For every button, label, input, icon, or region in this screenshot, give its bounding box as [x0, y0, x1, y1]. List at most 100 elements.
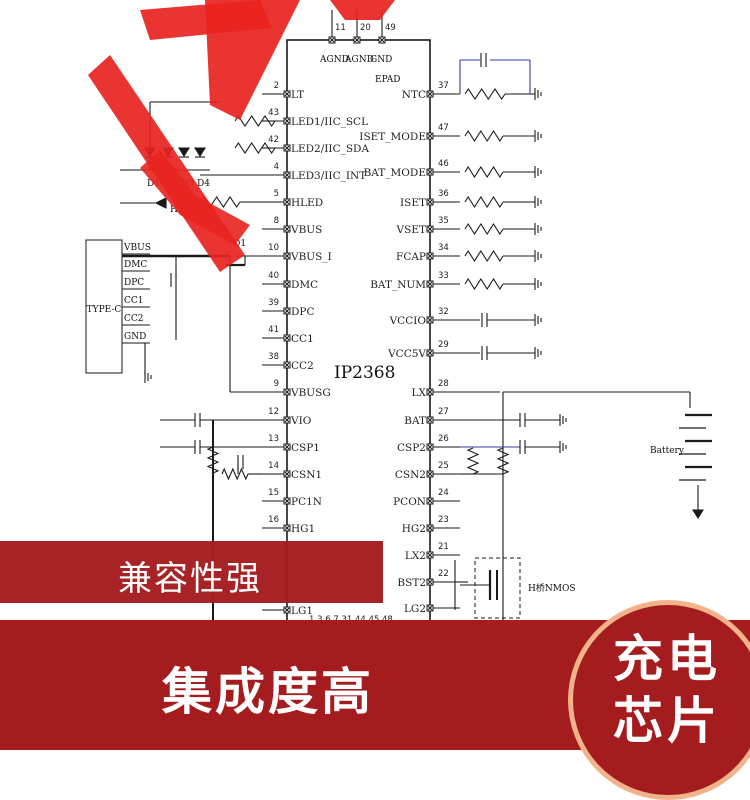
right-pin-label: LX2	[405, 550, 426, 562]
resistor	[464, 277, 504, 291]
right-pin-label: CSP2	[397, 442, 426, 454]
left-pin-label: LT	[291, 89, 304, 101]
typec-pin-label: CC2	[124, 314, 144, 324]
left-pin-number: 8	[274, 216, 279, 226]
top-pin-number: 49	[385, 23, 396, 33]
right-pin-number: 29	[438, 340, 449, 350]
typec-connector	[85, 239, 123, 374]
right-pin-number: 46	[438, 159, 449, 169]
left-pin-number: 13	[268, 434, 279, 444]
right-pin-label: BAT_NUM	[370, 279, 426, 291]
right-pin-number: 35	[438, 216, 449, 226]
right-pin-number: 24	[438, 488, 449, 498]
left-pin-label: VBUS_I	[290, 251, 332, 263]
left-pin-label: VBUSG	[290, 387, 331, 399]
resistor	[496, 447, 510, 475]
left-pin-number: 5	[274, 189, 279, 199]
schematic-diagram: IP2368 11AGND20AGND49GNDEPADLT2LED1/IIC_…	[85, 0, 712, 761]
resistor	[221, 467, 249, 481]
left-pin-number: 2	[274, 81, 279, 91]
right-pin-number: 28	[438, 379, 449, 389]
left-pin-label: CC2	[291, 360, 314, 372]
left-pin-number: 39	[268, 298, 279, 308]
hbridge-label: H桥NMOS	[528, 582, 575, 594]
watermark-stroke	[140, 150, 250, 245]
left-pin-label: PC1N	[291, 496, 322, 508]
led-icon	[194, 147, 206, 158]
right-pin-label: FCAP	[396, 251, 426, 263]
right-pin-label: LG2	[404, 603, 426, 615]
left-pin-label: LG1	[291, 605, 313, 617]
right-pin-label: VSET	[396, 224, 426, 236]
right-pin-label: HG2	[402, 523, 426, 535]
right-pin-label: ISET_MODE	[359, 131, 426, 143]
right-pin-number: 25	[438, 461, 449, 471]
right-pin-number: 33	[438, 271, 449, 281]
chip-name: IP2368	[334, 363, 395, 383]
resistor	[464, 129, 504, 143]
right-pin-number: 26	[438, 434, 449, 444]
left-pin-label: LED2/IIC_SDA	[291, 143, 369, 155]
typec-pin-label: CC1	[124, 296, 144, 306]
hbridge-box	[474, 557, 521, 619]
typec-label: TYPE-C	[87, 305, 122, 315]
feature-banner: 兼容性强	[0, 541, 383, 603]
typec-pin-label: DMC	[124, 260, 147, 270]
battery-label: Battery	[650, 446, 685, 456]
corner-badge: 充电 芯片	[568, 600, 750, 800]
resistor	[464, 222, 504, 236]
top-pin-label: EPAD	[375, 75, 401, 85]
right-pin-number: 22	[438, 569, 449, 579]
left-pin-number: 9	[274, 379, 279, 389]
right-pin-number: 21	[438, 542, 449, 552]
left-pin-label: CC1	[291, 333, 314, 345]
right-pin-label: NTC	[402, 89, 426, 101]
left-pin-label: VBUS	[290, 224, 322, 236]
top-pin-label: AGND	[344, 55, 374, 65]
resistor	[464, 195, 504, 209]
resistor	[464, 249, 504, 263]
typec-pin-label: DPC	[124, 278, 144, 288]
left-pin-label: HG1	[291, 523, 315, 535]
right-pin-label: BAT_MODE	[364, 167, 426, 179]
typec-pin-label: VBUS	[123, 243, 151, 253]
top-pin-label: GND	[370, 55, 392, 65]
led-icon	[154, 197, 167, 209]
left-pin-number: 4	[274, 162, 279, 172]
ground-arrow	[692, 509, 704, 520]
right-pin-number: 47	[438, 123, 449, 133]
left-pin-label: LED3/IIC_INT	[291, 170, 366, 182]
corner-badge-line2: 芯片	[613, 692, 721, 750]
resistor	[206, 446, 220, 474]
right-pin-number: 34	[438, 243, 449, 253]
top-pin-number: 11	[335, 23, 346, 33]
right-pin-number: 32	[438, 307, 449, 317]
top-pin-number: 20	[360, 23, 371, 33]
right-pin-label: VCC5V	[387, 348, 426, 360]
main-banner-text: 集成度高	[162, 663, 374, 721]
right-pin-label: VCCIO	[389, 315, 427, 327]
right-pin-label: CSN2	[395, 469, 426, 481]
resistor	[464, 165, 504, 179]
left-pin-label: VIO	[290, 415, 312, 427]
left-pin-label: DMC	[291, 279, 318, 291]
right-pin-label: LX	[412, 387, 427, 399]
resistor	[466, 447, 480, 475]
left-pin-number: 16	[268, 515, 279, 525]
led-icon	[178, 147, 190, 158]
left-pin-number: 43	[268, 108, 279, 118]
q1-label: Q1	[233, 239, 246, 249]
left-pin-number: 42	[268, 135, 279, 145]
right-pin-number: 36	[438, 189, 449, 199]
left-pin-number: 12	[268, 407, 279, 417]
resistor	[234, 142, 276, 154]
corner-badge-line1: 充电	[613, 630, 721, 688]
left-pin-label: HLED	[291, 197, 323, 209]
left-pin-number: 14	[268, 461, 279, 471]
left-pin-number: 15	[268, 488, 279, 498]
right-pin-label: ISET	[400, 197, 426, 209]
right-pin-label: BAT	[404, 415, 426, 427]
resistor	[464, 88, 506, 100]
right-pin-number: 37	[438, 81, 449, 91]
